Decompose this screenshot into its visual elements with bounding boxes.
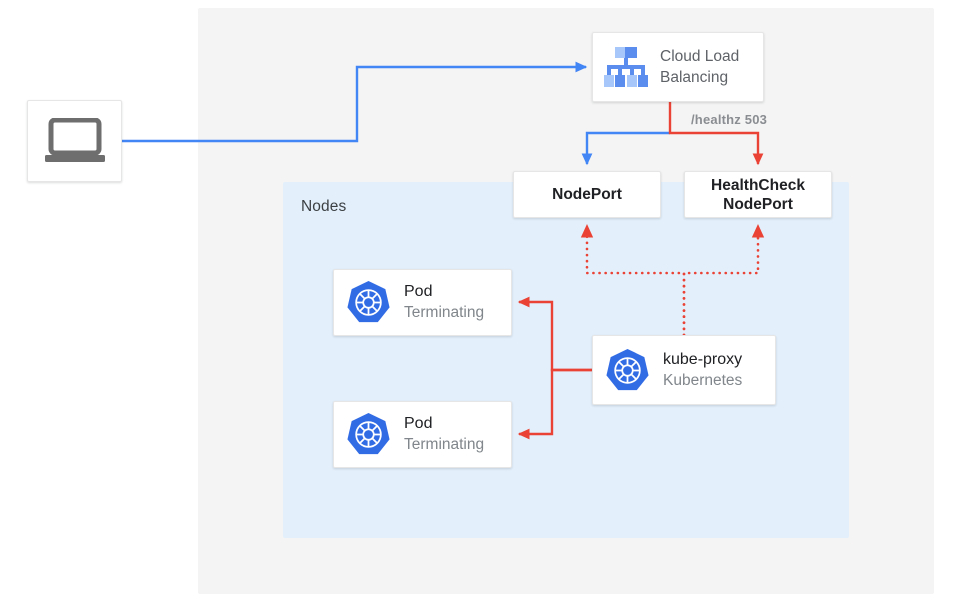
kubernetes-icon	[606, 348, 649, 390]
kube-proxy-subtitle: Kubernetes	[663, 371, 743, 389]
healthz-annotation: /healthz 503	[691, 112, 768, 127]
pod-node-1[interactable]: Pod Terminating	[333, 269, 512, 336]
healthcheck-nodeport-label: HealthCheck NodePort	[711, 176, 805, 213]
healthcheck-nodeport-node[interactable]: HealthCheck NodePort	[684, 171, 832, 218]
cloud-load-balancing-label: Cloud Load Balancing	[660, 48, 740, 86]
cloud-load-balancing-node[interactable]: Cloud Load Balancing	[592, 32, 764, 102]
pod-title: Pod	[404, 283, 433, 300]
pod-status: Terminating	[404, 436, 485, 453]
edge-kubeproxy-to-healthcheck-nodeport-dotted	[682, 224, 765, 337]
edge-kubeproxy-to-nodeport-dotted	[580, 224, 686, 337]
pod-node-2[interactable]: Pod Terminating	[333, 401, 512, 468]
edge-loadbalancer-to-nodeport	[581, 131, 670, 166]
nodes-region-label: Nodes	[301, 198, 347, 215]
nodeport-label: NodePort	[552, 186, 622, 203]
kubernetes-icon	[347, 280, 390, 323]
nodeport-node[interactable]: NodePort	[513, 171, 661, 218]
edge-loadbalancer-to-healthcheck-nodeport	[668, 102, 764, 166]
pod-status: Terminating	[404, 304, 485, 321]
kube-proxy-node[interactable]: kube-proxy Kubernetes	[592, 335, 776, 405]
edge-kubeproxy-to-pod-1	[517, 296, 592, 372]
client-node[interactable]	[27, 100, 122, 182]
kube-proxy-title: kube-proxy	[663, 350, 743, 368]
laptop-icon	[44, 118, 105, 162]
edge-client-to-loadbalancer	[122, 61, 588, 143]
pod-title: Pod	[404, 415, 433, 432]
cloud-load-balancing-icon	[604, 47, 648, 87]
kubernetes-icon	[347, 412, 390, 455]
edge-kubeproxy-to-pod-2	[517, 368, 592, 440]
